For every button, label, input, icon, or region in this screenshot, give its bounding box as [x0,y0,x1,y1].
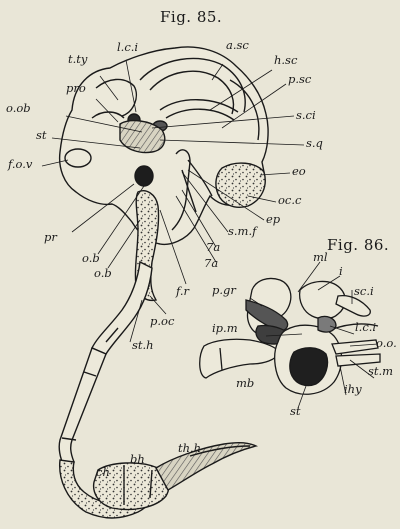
label-o-b-2: o.b [94,268,112,280]
label-t-ty: t.ty [68,54,87,66]
label-f-o-v: f.o.v [8,159,32,171]
thyrohyal [156,443,256,490]
label-ip-m: ip.m [212,323,238,335]
label-a-sc: a.sc [226,40,249,52]
label-st: st [36,130,47,142]
auditory-capsule [60,47,268,244]
label-7a-2: 7a [204,258,218,270]
label-i: i [339,266,343,278]
label-l-c-i-86: l.c.i [355,322,376,334]
label-p-sc: p.sc [288,74,311,86]
label-f-r: f.r [176,286,189,298]
label-h-sc: h.sc [274,55,297,67]
label-bh: bh [130,454,145,466]
label-o-b-1: o.b [82,253,100,265]
label-pr: pr [44,232,57,244]
label-s-q: s.q [306,138,323,150]
fig86-title: Fig. 86. [327,236,389,254]
label-th-h: th.h [178,443,201,455]
label-st-m: st.m [368,366,393,378]
label-ch: ch [96,467,110,479]
fenestra-ovalis [65,149,91,167]
label-sc-i: sc.i [354,286,374,298]
label-eo: eo [292,166,306,178]
label-ep: ep [266,214,280,226]
label-o-ob: o.ob [6,103,31,115]
hyoid-rod [59,348,106,466]
label-s-ci: s.ci [296,110,316,122]
label-o-o: o.o. [376,338,397,350]
label-st-h: st.h [132,340,154,352]
label-p-oc: p.oc [150,316,174,328]
occipital-condyle [216,163,265,207]
label-st-86: st [290,406,301,418]
fig85-title: Fig. 85. [160,8,222,26]
label-oc-c: oc.c [278,195,301,207]
label-ml: ml [313,252,328,264]
label-7a-1: 7a [206,242,220,254]
label-ihy: ihy [344,384,362,396]
label-s-m-f: s.m.f [228,226,256,238]
label-pro: pro [66,83,86,95]
label-l-c-i: l.c.i [117,42,138,54]
label-p-gr: p.gr [212,285,236,297]
label-mb: mb [236,378,254,390]
